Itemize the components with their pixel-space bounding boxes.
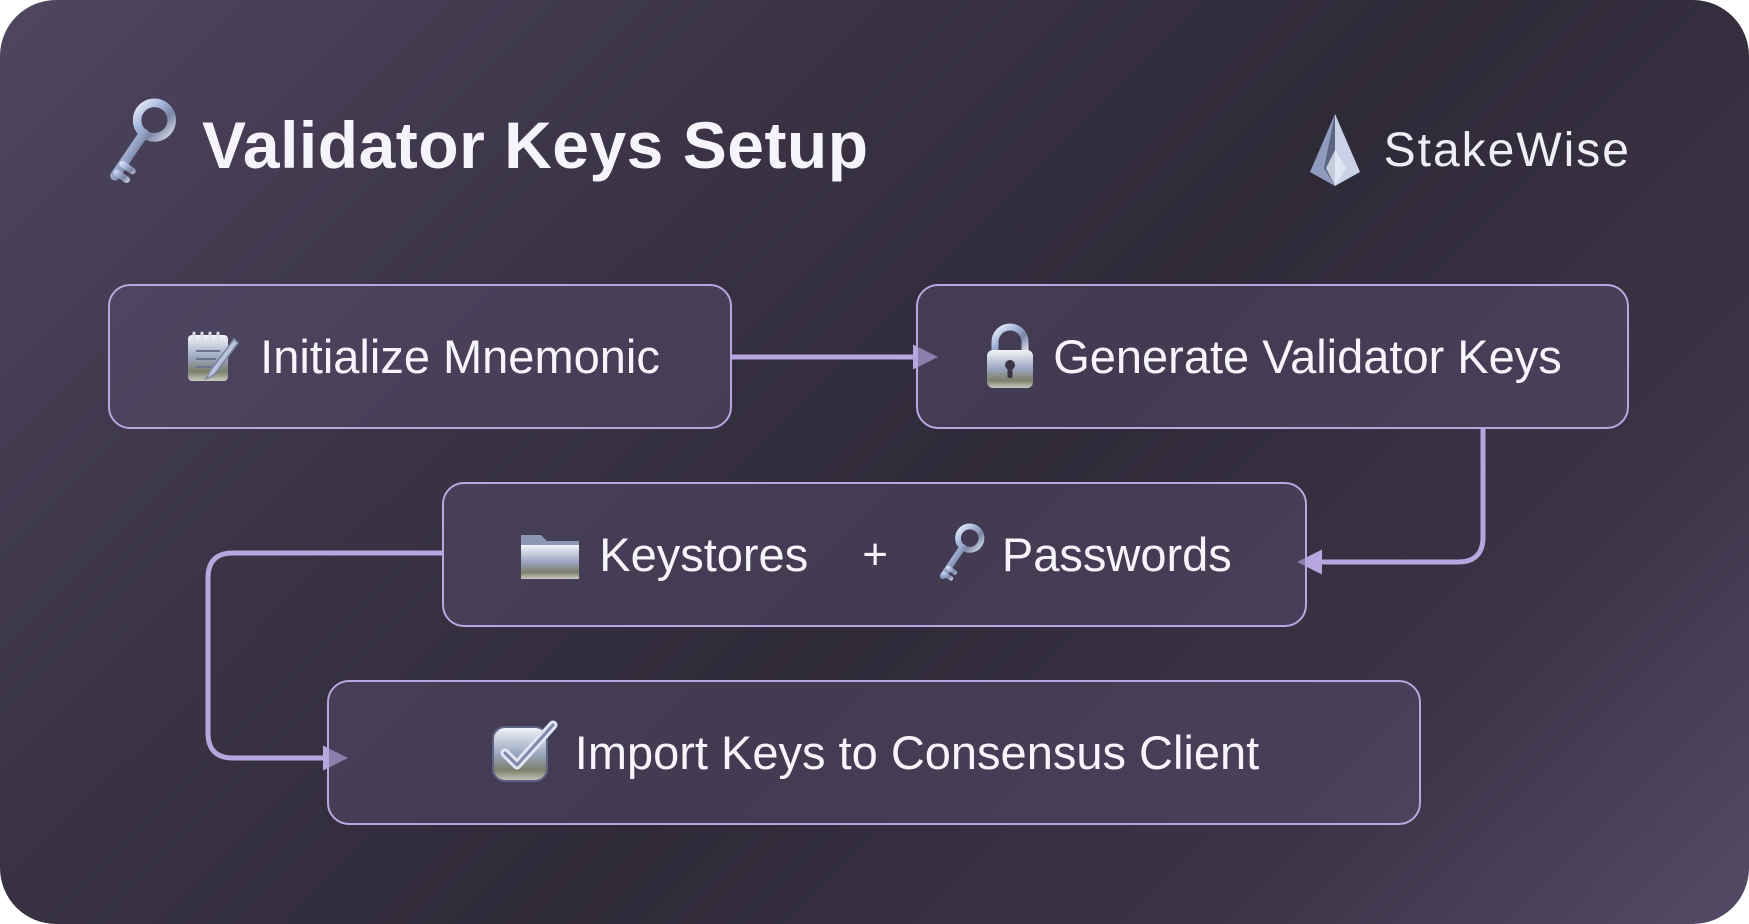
step-generate-validator-keys: Generate Validator Keys [916,284,1629,429]
checkbox-icon [491,720,558,782]
passwords-label: Passwords [1001,528,1232,581]
brand-logo: StakeWise [1304,105,1631,195]
arrow-generate-to-outputs [1297,429,1486,575]
keystores-label: Keystores [599,528,809,581]
header: Validator Keys Setup [100,95,869,195]
step-generate-label: Generate Validator Keys [1053,330,1562,383]
pyramid-logo-icon [1309,114,1360,186]
step-keystores-passwords: Keystores + Passwords [442,482,1307,627]
step-initialize-mnemonic: Initialize Mnemonic [108,284,732,429]
page-title: Validator Keys Setup [202,108,869,182]
step-import-label: Import Keys to Consensus Client [574,726,1260,779]
key-icon [934,522,986,588]
notepad-pencil-icon [188,331,240,381]
key-icon [100,97,180,193]
step-initialize-label: Initialize Mnemonic [260,330,660,383]
step-import-keys: Import Keys to Consensus Client [327,680,1421,825]
plus-sign: + [862,529,888,579]
brand-name: StakeWise [1383,123,1631,177]
folder-icon [521,534,580,579]
padlock-icon [987,323,1034,388]
